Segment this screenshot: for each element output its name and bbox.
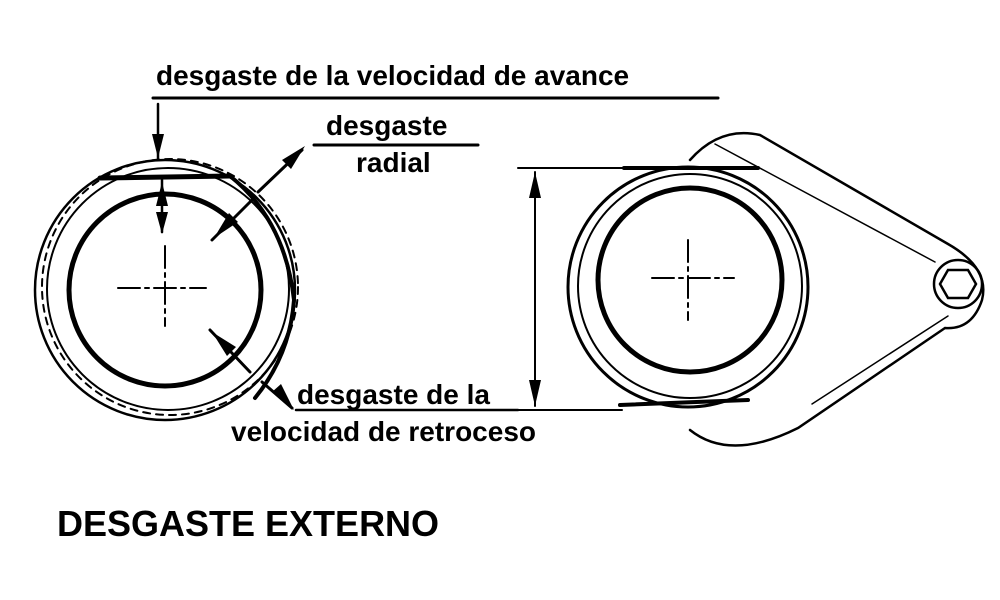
right-bottom-wear-flat xyxy=(618,398,750,407)
radial-wear-arrowhead-outer-icon xyxy=(282,146,305,169)
diagram-title: DESGASTE EXTERNO xyxy=(57,503,440,544)
right-roller xyxy=(566,165,810,409)
forward-wear-label: desgaste de la velocidad de avance xyxy=(156,60,630,91)
left-side-wear-band xyxy=(228,174,297,400)
backward-wear-label-line1: desgaste de la xyxy=(297,379,490,410)
chain-link-plate xyxy=(688,131,985,447)
radial-wear-arrowhead-inner-icon xyxy=(214,213,238,238)
radial-wear-label-line2: radial xyxy=(356,147,431,178)
left-ring-edge xyxy=(46,167,290,411)
left-worn-roller xyxy=(33,158,299,422)
left-dim-arrowhead-up-icon xyxy=(156,182,168,206)
right-bore xyxy=(595,185,785,375)
left-outer-ring xyxy=(33,158,297,422)
backward-wear-arrowhead-outer-icon xyxy=(272,384,294,410)
height-arrowhead-top-icon xyxy=(529,172,541,198)
link-pin-outer xyxy=(932,258,984,310)
radial-wear-label-line1: desgaste xyxy=(326,110,448,141)
height-arrowhead-bottom-icon xyxy=(529,380,541,406)
left-centerline-icon xyxy=(117,245,207,327)
left-top-wear-flat xyxy=(97,173,233,181)
link-plate-outline xyxy=(688,131,985,447)
link-pin-hex-icon xyxy=(938,268,978,300)
backward-wear-arrowhead-inner-icon xyxy=(212,332,236,356)
link-plate-inner-edge xyxy=(714,143,949,405)
right-centerline-icon xyxy=(651,239,735,321)
left-dim-arrowhead-down-icon xyxy=(156,212,168,234)
forward-wear-arrowhead-icon xyxy=(152,134,164,158)
right-ring-edge xyxy=(577,173,803,399)
backward-wear-label-line2: velocidad de retroceso xyxy=(231,416,537,447)
